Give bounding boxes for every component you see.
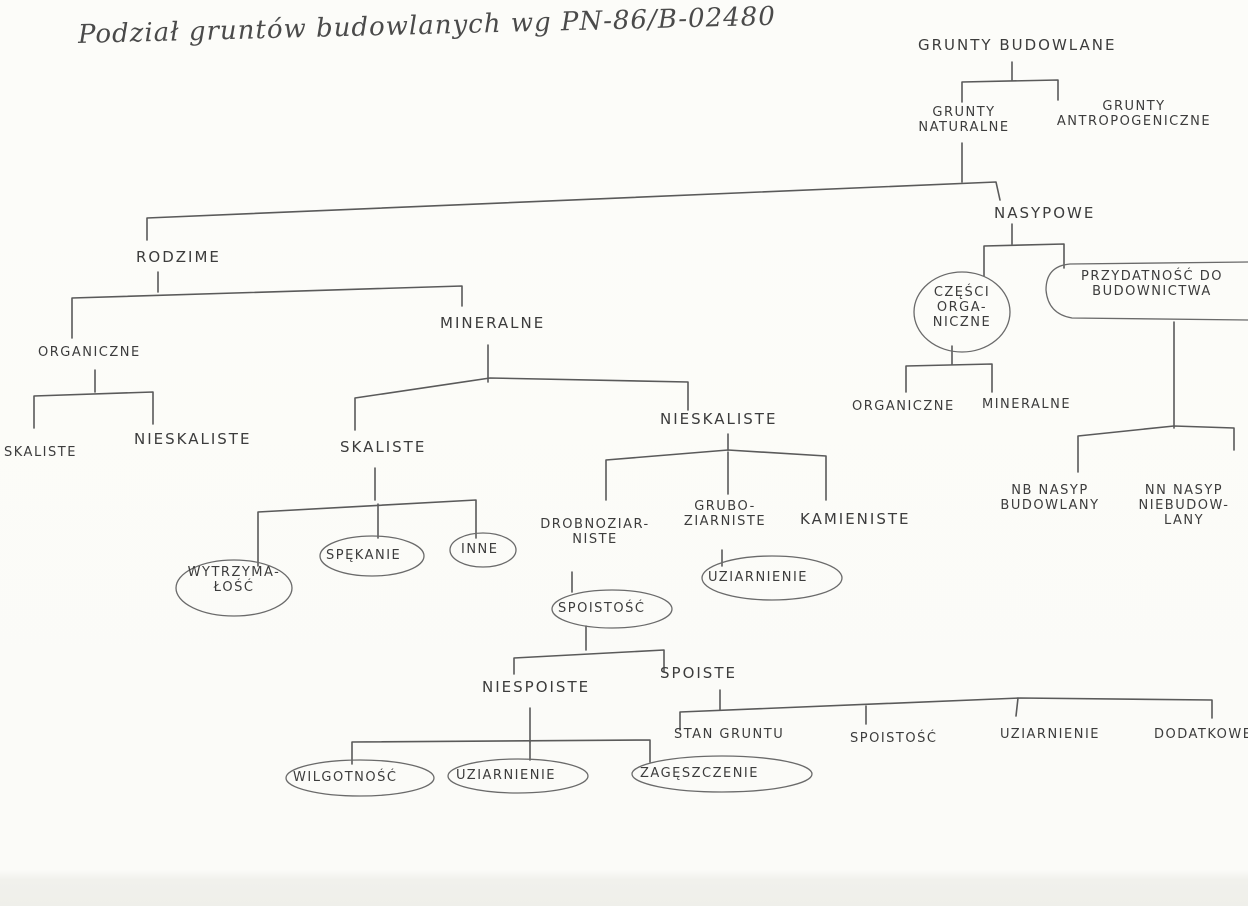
- node-uziarnienie-spoiste: UZIARNIENIE: [1000, 727, 1100, 742]
- oval-uziarnienie-grubo: [701, 555, 843, 601]
- oval-spoistosc: [551, 589, 673, 629]
- node-uziarnienie-niespoiste: UZIARNIENIE: [456, 768, 556, 783]
- oval-czesci-organiczne: [913, 271, 1011, 353]
- node-mineralne: MINERALNE: [440, 314, 546, 332]
- node-spoiste: SPOISTE: [660, 664, 737, 682]
- node-grunty-naturalne: GRUNTY NATURALNE: [918, 105, 1010, 135]
- node-skaliste-organiczne: SKALISTE: [4, 445, 77, 460]
- node-czesci-organiczne: CZĘŚCI ORGA-NICZNE: [932, 285, 992, 330]
- node-nieskaliste-organiczne: NIESKALISTE: [134, 430, 252, 448]
- node-wytrzymalosc: WYTRZYMA-ŁOŚĆ: [187, 565, 281, 595]
- node-stan-gruntu: STAN GRUNTU: [674, 727, 785, 742]
- node-spekanie: SPĘKANIE: [326, 548, 402, 563]
- node-grunty-budowlane: GRUNTY BUDOWLANE: [918, 36, 1117, 54]
- node-nn-nasyp-niebudowlany: NN NASYP NIEBUDOW-LANY: [1138, 483, 1230, 528]
- node-nb-nasyp-budowlany: NB NASYP BUDOWLANY: [1000, 483, 1100, 513]
- node-gruboziarniste: GRUBO-ZIARNISTE: [683, 499, 767, 529]
- node-skaliste: SKALISTE: [340, 438, 427, 456]
- node-drobnoziarniste: DROBNOZIAR-NISTE: [540, 517, 650, 547]
- node-spoistosc-oval: SPOISTOŚĆ: [558, 601, 646, 616]
- node-organiczne-nasypowe: ORGANICZNE: [852, 399, 955, 414]
- node-inne: INNE: [461, 542, 499, 557]
- node-grunty-antropogeniczne: GRUNTY ANTROPOGENICZNE: [1056, 99, 1212, 129]
- oval-zageszczenie: [631, 755, 813, 793]
- node-wilgotnosc: WILGOTNOŚĆ: [293, 770, 398, 785]
- node-zageszczenie: ZAGĘSZCZENIE: [640, 766, 759, 781]
- oval-przydatnosc: [1045, 261, 1248, 321]
- node-dodatkowe: DODATKOWE: [1154, 727, 1248, 742]
- oval-uziarnienie-niesp: [447, 758, 589, 794]
- node-mineralne-nasypowe: MINERALNE: [982, 397, 1072, 412]
- node-przydatnosc: PRZYDATNOŚĆ DO BUDOWNICTWA: [1081, 269, 1223, 299]
- oval-wytrzymalosc: [175, 559, 293, 617]
- connector-lines: [33, 61, 1235, 765]
- node-nieskaliste: NIESKALISTE: [660, 410, 778, 428]
- oval-wilgotnosc: [285, 759, 435, 797]
- oval-spekanie: [319, 535, 425, 577]
- node-niespoiste: NIESPOISTE: [482, 678, 591, 696]
- circled-labels: [175, 261, 1248, 797]
- oval-inne: [449, 532, 517, 568]
- node-uziarnienie-grubo: UZIARNIENIE: [708, 570, 808, 585]
- node-spoistosc: SPOISTOŚĆ: [850, 731, 938, 746]
- node-kamieniste: KAMIENISTE: [800, 510, 911, 528]
- node-organiczne: ORGANICZNE: [38, 345, 141, 360]
- node-nasypowe: NASYPOWE: [994, 204, 1096, 222]
- node-rodzime: RODZIME: [136, 248, 221, 266]
